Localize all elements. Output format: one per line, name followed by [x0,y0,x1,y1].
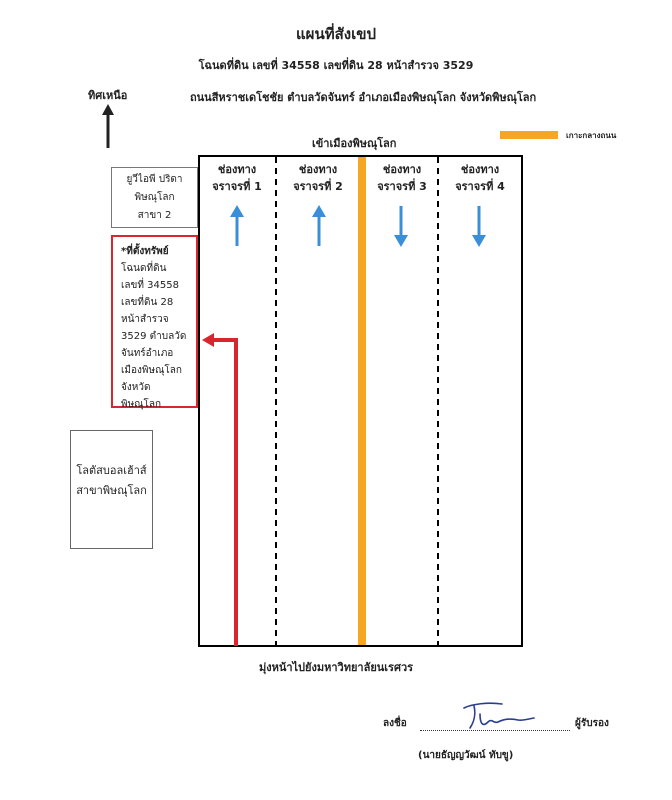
signature-line [420,730,570,731]
lotus-landmark: โลตัสบอลเฮ้าส์ สาขาพิษณุโลก [70,430,153,549]
property-line: เมืองพิษณุโลก [121,365,182,376]
access-route-arrow-icon [202,333,238,646]
lane-label-1: ช่องทาง จราจรที่ 1 [212,163,262,193]
lane-dividers [275,157,439,645]
north-label: ทิศเหนือ [88,89,128,102]
lane-label-4: ช่องทาง จราจรที่ 4 [455,163,505,193]
north-arrow-icon [102,104,114,148]
direction-label: มุ่งหน้าไปยังมหาวิทยาลัยนเรศวร [258,661,414,674]
property-line: จังหวัดพิษณุโลก [121,382,162,410]
store-landmark: ยูวีไอพี ปริดา พิษณุโลก สาขา 2 [111,167,198,228]
signer-name: (นายธัญญวัฒน์ ทับขู) [418,750,514,761]
median-legend-swatch [500,131,558,139]
signature-prefix: ลงชื่อ [383,718,407,729]
location-info: ถนนสีหราชเดโชชัย ตำบลวัดจันทร์ อำเภอเมือ… [190,91,537,104]
lane-3-down-arrow-icon [394,206,408,247]
property-line: 3529 ตำบลวัด [121,331,187,342]
property-location-box: *ที่ตั้งทรัพย์ โฉนดที่ดิน เลขที่ 34558 เ… [111,235,198,410]
lane-2-up-arrow-icon [312,205,326,246]
property-line: เลขที่ 34558 [121,280,179,291]
lane-4-down-arrow-icon [472,206,486,247]
lane-label-3: ช่องทาง จราจรที่ 3 [377,163,427,193]
handwritten-signature-icon [463,702,535,729]
lane-label-2: ช่องทาง จราจรที่ 2 [293,163,343,193]
road [198,155,523,647]
lane-1-up-arrow-icon [230,205,244,246]
median-strip [358,157,366,645]
property-line: โฉนดที่ดิน [121,263,167,274]
property-heading: *ที่ตั้งทรัพย์ [121,246,169,257]
entry-label: เข้าเมืองพิษณุโลก [312,137,397,150]
map-title: แผนที่สังเขป [296,25,376,43]
deed-info: โฉนดที่ดิน เลขที่ 34558 เลขที่ดิน 28 หน้… [198,59,474,72]
property-line: หน้าสำรวจ [121,314,169,325]
median-legend-label: เกาะกลางถนน [566,131,617,140]
signature-suffix: ผู้รับรอง [575,718,609,729]
property-line: เลขที่ดิน 28 [121,297,174,308]
property-line: จันทร์อำเภอ [121,348,174,359]
